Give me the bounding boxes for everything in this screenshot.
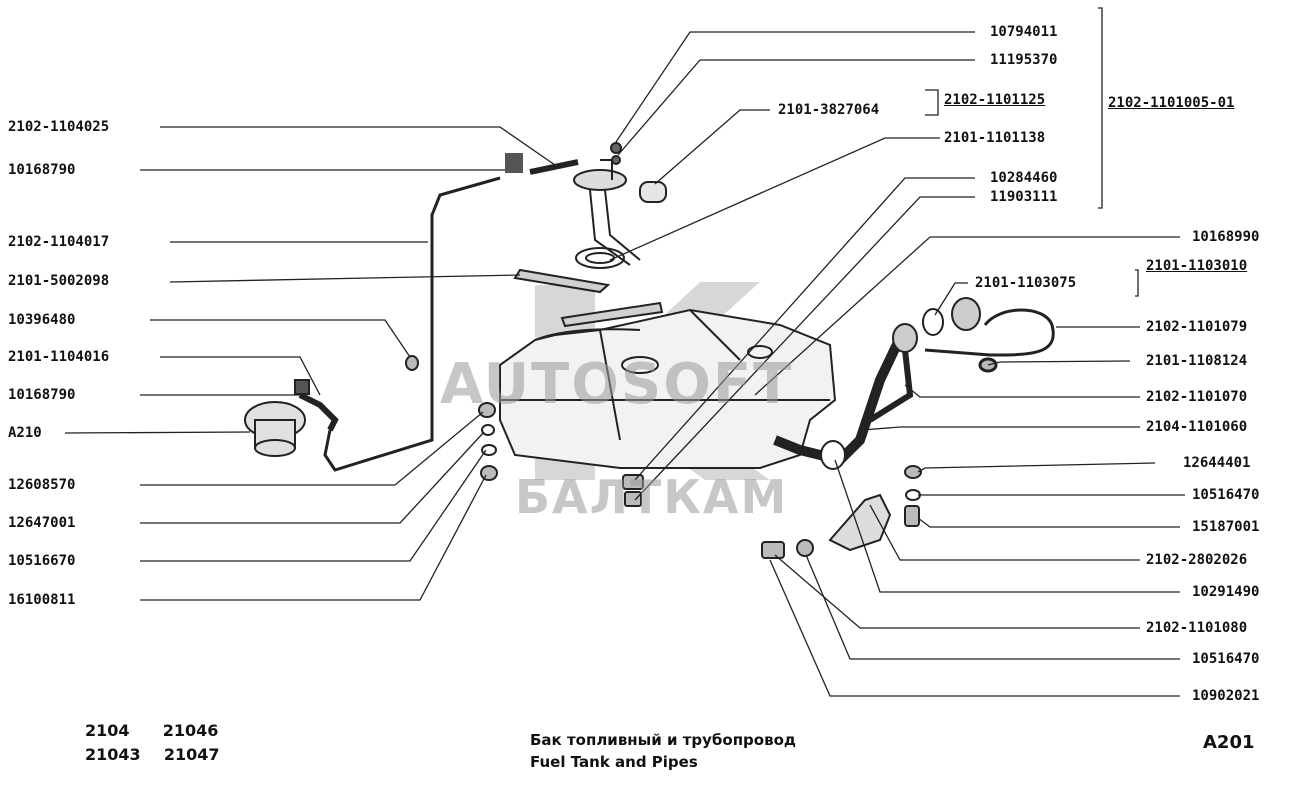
watermark-autosoft: AUTOSOFT [440,352,794,417]
label-15187001: 15187001 [1192,519,1260,535]
title-english: Fuel Tank and Pipes [530,753,698,771]
model-list-row2: 21043 21047 [85,745,220,764]
filler-cap-icon [820,297,981,470]
label-10284460: 10284460 [990,170,1058,186]
label-2101-1104016: 2101-1104016 [8,349,110,365]
filler-neck-icon [773,335,914,466]
label-10516470-top: 10516470 [1192,487,1260,503]
label-2102-2802026: 2102-2802026 [1146,552,1248,568]
model-21047: 21047 [163,745,220,764]
diagram-code: A201 [1203,732,1255,753]
label-16100811: 16100811 [8,592,76,608]
vent-hose-icon [924,308,1055,373]
fuel-pipe-icon [323,153,579,472]
label-10168790-top: 10168790 [8,162,76,178]
clamp-icon [505,153,523,173]
filter-cylinder-icon [639,181,667,203]
title-russian: Бак топливный и трубопровод [530,731,797,749]
watermark-baltkam: БАЛТКАМ [515,470,789,524]
label-10794011: 10794011 [990,24,1058,40]
label-2101-3827064: 2101-3827064 [778,102,880,118]
label-10396480: 10396480 [8,312,76,328]
label-2101-5002098: 2101-5002098 [8,273,110,289]
label-2102-1104017: 2102-1104017 [8,234,110,250]
label-10168990: 10168990 [1192,229,1260,245]
fuel-pump-icon [244,379,339,457]
drain-plug-icon [622,474,644,507]
label-10516470-bottom: 10516470 [1192,651,1260,667]
pump-clamp-icon [294,379,310,395]
model-2104: 2104 [85,721,130,740]
label-2102-1101080: 2102-1101080 [1146,620,1248,636]
label-12647001: 12647001 [8,515,76,531]
label-11195370: 11195370 [990,52,1058,68]
label-10291490: 10291490 [1192,584,1260,600]
label-2101-1108124: 2101-1108124 [1146,353,1248,369]
label-12608570: 12608570 [8,477,76,493]
label-2104-1101060: 2104-1101060 [1146,419,1248,435]
label-2101-1103075: 2101-1103075 [975,275,1077,291]
label-10168790-bottom: 10168790 [8,387,76,403]
label-11903111: 11903111 [990,189,1058,205]
label-2102-1101005-01: 2102-1101005-01 [1108,95,1235,111]
label-10516670: 10516670 [8,553,76,569]
model-21046: 21046 [162,721,219,740]
label-2102-1104025: 2102-1104025 [8,119,110,135]
fuel-gauge-sender-icon [573,142,667,269]
label-12644401: 12644401 [1183,455,1251,471]
leader-lines-left [64,126,556,601]
label-2102-1101125: 2102-1101125 [944,92,1046,108]
bracket-icon [761,465,922,559]
label-2101-1103010: 2101-1103010 [1146,258,1248,274]
label-2102-1101079: 2102-1101079 [1146,319,1248,335]
label-2101-1101138: 2101-1101138 [944,130,1046,146]
label-a210: A210 [8,425,42,441]
model-list: 2104 21046 [85,721,218,740]
label-10902021: 10902021 [1192,688,1260,704]
leader-lines-right [609,7,1185,697]
label-2102-1101070: 2102-1101070 [1146,389,1248,405]
model-21043: 21043 [85,745,141,764]
